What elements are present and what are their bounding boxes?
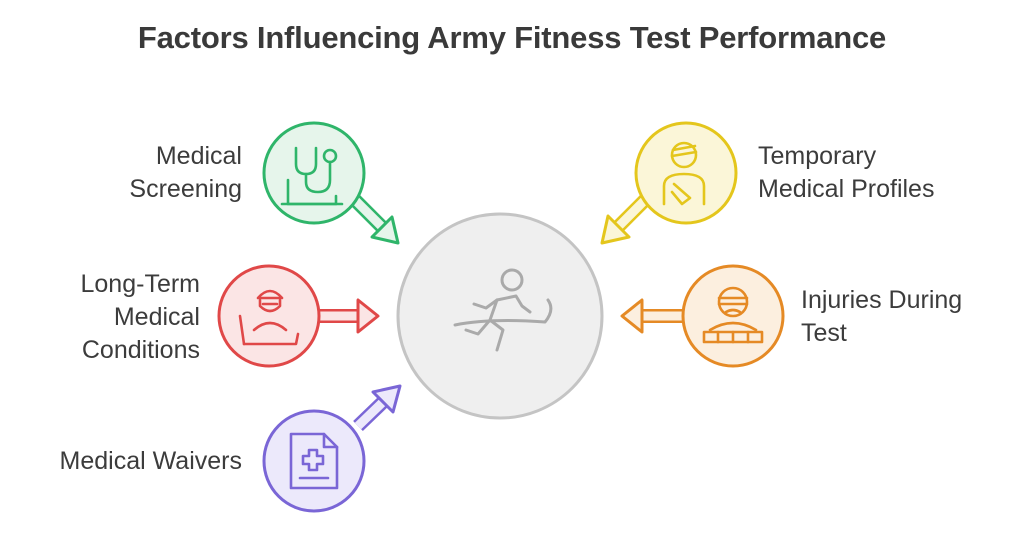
center-node: [396, 212, 604, 420]
label-line: Screening: [129, 175, 242, 203]
node-circle: [262, 121, 366, 225]
label-line: Medical Profiles: [758, 175, 935, 203]
injured-person-icon: [702, 286, 764, 344]
arrow-head: [370, 215, 400, 245]
center-circle: [396, 212, 604, 420]
page-title: Factors Influencing Army Fitness Test Pe…: [137, 20, 887, 55]
label-line: Medical: [113, 303, 200, 331]
label-line: Temporary: [758, 142, 877, 170]
stethoscope-clipboard-icon: [280, 146, 344, 206]
label-line: Test: [801, 319, 847, 347]
running-person-finish-line-icon: [453, 268, 553, 352]
bedridden-patient-icon: [238, 289, 300, 346]
bandaged-person-icon: [662, 141, 706, 206]
arrow-head: [356, 298, 380, 334]
label-line: Medical: [155, 142, 242, 170]
label-line: Conditions: [81, 336, 200, 364]
arrow-head: [371, 384, 402, 414]
factor-injuries-during-test: [620, 264, 785, 368]
factor-medical-screening: [262, 121, 400, 245]
arrow-shaft-fill: [354, 396, 389, 430]
label-long-term-medical-conditions: Long-Term Medical Conditions: [81, 268, 201, 367]
label-line: Medical Waivers: [59, 447, 242, 475]
label-line: Long-Term: [80, 270, 201, 298]
arrow-shaft-fill: [614, 196, 649, 231]
node-circle: [217, 264, 321, 368]
label-injuries-during-test: Injuries During Test: [801, 284, 962, 350]
arrow-head: [620, 298, 644, 334]
label-medical-screening: Medical Screening: [129, 140, 242, 206]
medical-document-icon: [289, 432, 339, 490]
label-medical-waivers: Medical Waivers: [60, 445, 242, 478]
label-line: Injuries During: [801, 286, 963, 314]
factor-temporary-medical-profiles: [600, 121, 738, 245]
factor-medical-waivers: [262, 384, 402, 513]
label-temporary-medical-profiles: Temporary Medical Profiles: [758, 140, 934, 206]
arrow-shaft-fill: [351, 196, 387, 232]
arrow-head: [600, 214, 631, 245]
factor-long-term-medical-conditions: [217, 264, 380, 368]
node-circle: [262, 409, 366, 513]
